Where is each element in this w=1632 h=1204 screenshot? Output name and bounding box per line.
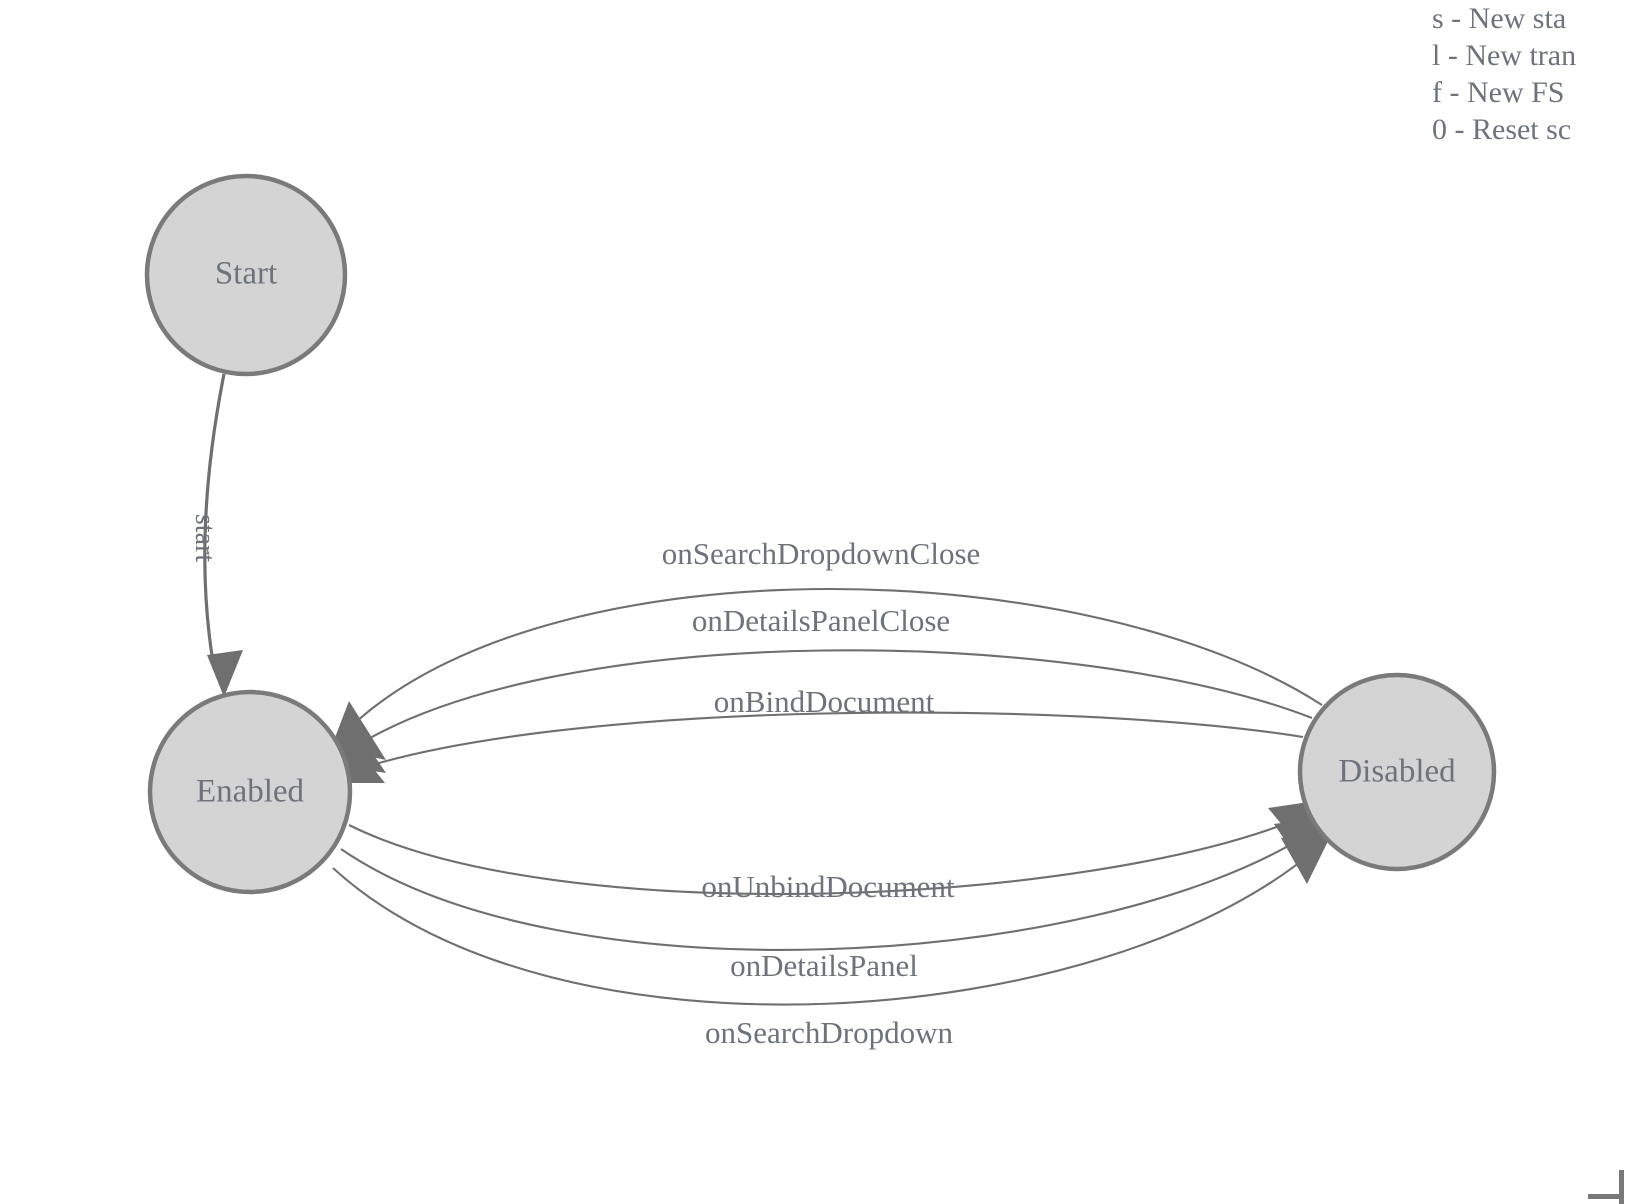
edge-start-path: [203, 373, 226, 663]
edge-onunbinddocument[interactable]: onUnbindDocument: [348, 800, 1322, 904]
edge-onbinddocument-path: [349, 711, 1304, 773]
edge-ondetailspanelclose[interactable]: onDetailsPanelClose: [331, 603, 1313, 773]
state-node-enabled[interactable]: Enabled: [147, 689, 353, 895]
edge-onsearchdropdown-path: [332, 849, 1316, 1006]
edge-onunbinddocument-path: [348, 817, 1301, 896]
canvas-resize-corner[interactable]: [1588, 1170, 1624, 1204]
edge-start-arrowhead: [207, 650, 243, 697]
edge-onbinddocument[interactable]: onBindDocument: [329, 684, 1304, 783]
state-node-start-circle[interactable]: [144, 173, 348, 377]
edge-onsearchdropdownclose-label: onSearchDropdownClose: [662, 536, 981, 571]
state-node-start[interactable]: Start: [144, 173, 348, 377]
state-node-disabled-label: Disabled: [1338, 754, 1456, 790]
edge-onsearchdropdownclose-path: [355, 588, 1323, 723]
edge-onsearchdropdown-label: onSearchDropdown: [705, 1015, 953, 1050]
edge-onsearchdropdownclose[interactable]: onSearchDropdownClose: [331, 536, 1323, 760]
state-node-disabled[interactable]: Disabled: [1297, 672, 1497, 872]
edge-ondetailspanel-label: onDetailsPanel: [730, 948, 918, 983]
edge-ondetailspanelclose-path: [352, 649, 1313, 749]
edge-onbinddocument-label: onBindDocument: [714, 684, 935, 719]
canvas-resize-corner-horizontal: [1588, 1194, 1624, 1199]
state-node-disabled-circle[interactable]: [1297, 672, 1497, 872]
canvas-resize-corner-vertical: [1619, 1170, 1624, 1204]
state-node-start-label: Start: [215, 256, 277, 292]
edge-start[interactable]: start: [189, 373, 243, 697]
edge-onsearchdropdown[interactable]: onSearchDropdown: [332, 829, 1334, 1050]
state-node-enabled-circle[interactable]: [147, 689, 353, 895]
edge-onsearchdropdown-arrowhead: [1281, 829, 1334, 884]
edge-ondetailspanel-path: [340, 834, 1308, 951]
edge-ondetailspanelclose-label: onDetailsPanelClose: [692, 603, 950, 638]
edge-onunbinddocument-label: onUnbindDocument: [701, 869, 955, 904]
state-node-enabled-label: Enabled: [196, 774, 305, 810]
edge-start-label: start: [189, 514, 220, 562]
